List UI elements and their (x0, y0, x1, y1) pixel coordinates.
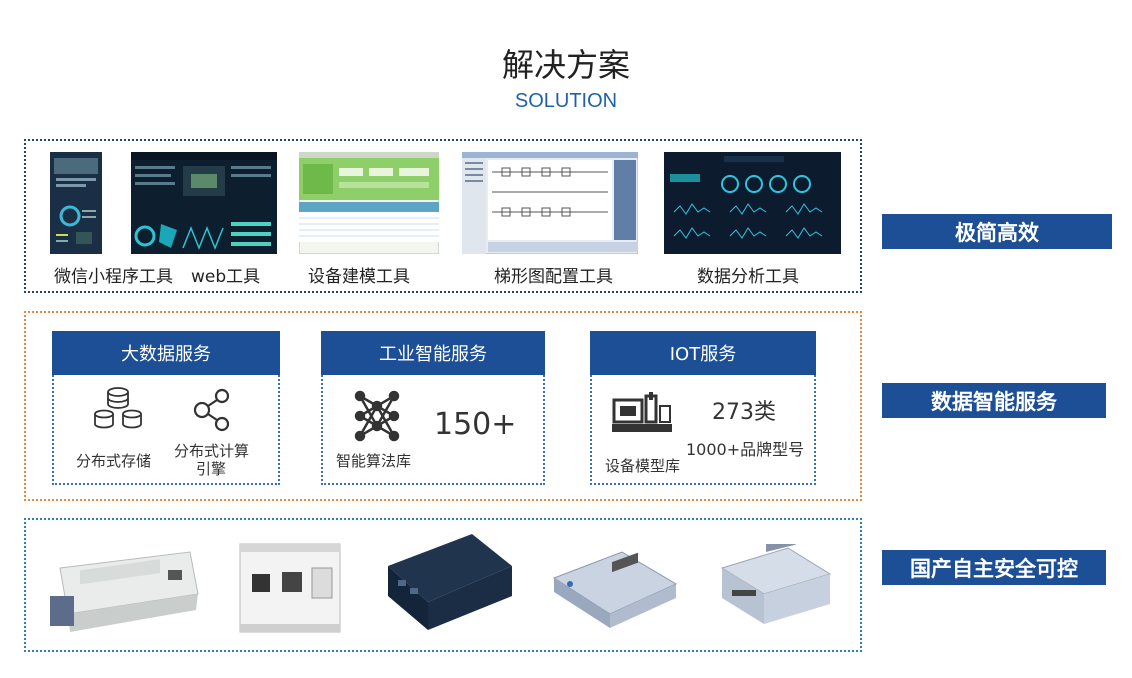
algorithm-library-label: 智能算法库 (336, 452, 412, 470)
page-subtitle: SOLUTION (514, 90, 618, 112)
distributed-storage-label: 分布式存储 (76, 452, 152, 470)
io-module-image (718, 536, 834, 632)
device-modeling-tool-screenshot (299, 152, 439, 254)
neural-network-icon (354, 390, 400, 446)
tool-label-web: web工具 (191, 267, 261, 287)
iot-service-card: IOT服务 (590, 331, 816, 485)
controller-device-image (552, 548, 678, 636)
wechat-tool-screenshot (50, 152, 102, 254)
share-nodes-icon (192, 388, 234, 436)
side-label-simple-efficient: 极简高效 (882, 214, 1112, 249)
tool-label-ladder: 梯形图配置工具 (494, 267, 613, 287)
tools-panel (24, 139, 862, 293)
page-title: 解决方案 (501, 46, 630, 84)
card-title: 大数据服务 (52, 331, 280, 375)
database-icon (92, 386, 144, 436)
tool-label-wechat: 微信小程序工具 (54, 267, 173, 287)
engine-label: 引擎 (196, 460, 227, 478)
card-title: 工业智能服务 (321, 331, 545, 375)
device-category-count: 273类 (712, 400, 776, 425)
card-title: IOT服务 (590, 331, 816, 375)
machine-tool-icon (612, 392, 672, 438)
ladder-config-tool-screenshot (462, 152, 638, 254)
algorithm-count: 150+ (434, 407, 517, 442)
services-panel (24, 311, 862, 501)
side-label-data-intelligence: 数据智能服务 (882, 383, 1106, 418)
edge-computer-image (382, 526, 516, 640)
web-tool-screenshot (131, 152, 277, 254)
industrial-ai-service-card: 工业智能服务 (321, 331, 545, 485)
tool-label-data-analysis: 数据分析工具 (697, 267, 799, 287)
plc-device-image (40, 540, 200, 640)
big-data-service-card: 大数据服务 (52, 331, 280, 485)
tool-label-device-modeling: 设备建模工具 (308, 267, 410, 287)
side-label-domestic-secure: 国产自主安全可控 (882, 550, 1106, 585)
device-model-library-label: 设备模型库 (605, 457, 681, 475)
hardware-panel (24, 518, 862, 652)
distributed-compute-label: 分布式计算 (174, 442, 250, 460)
data-analysis-tool-screenshot (664, 152, 841, 254)
gateway-device-image (238, 538, 342, 642)
brand-model-count: 1000+品牌型号 (686, 440, 805, 459)
